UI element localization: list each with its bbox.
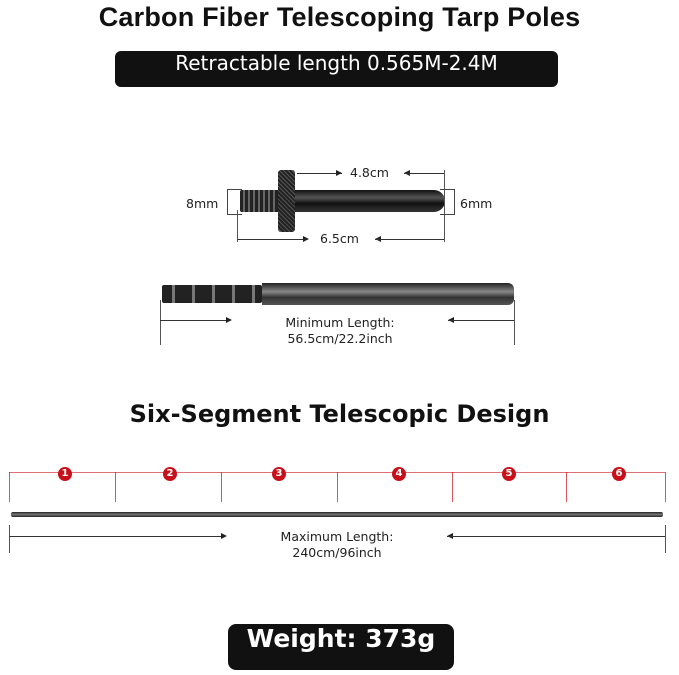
dim-line	[375, 239, 444, 240]
arrow-icon	[303, 236, 309, 242]
segment-number: 5	[502, 467, 516, 481]
max-length-label: Maximum Length:	[280, 529, 394, 544]
product-title: Carbon Fiber Telescoping Tarp Poles	[98, 2, 581, 32]
min-length-label: Minimum Length:	[285, 315, 395, 330]
length-range-badge: Retractable length 0.565M-2.4M	[115, 51, 558, 87]
dim-line	[514, 300, 515, 345]
thread	[240, 190, 280, 212]
dim-line	[237, 210, 238, 242]
min-length-value: 56.5cm/22.2inch	[287, 331, 393, 346]
dim-line	[404, 173, 444, 174]
segment-divider	[221, 472, 222, 502]
dim-bracket	[227, 189, 242, 215]
thread-diameter-label: 8mm	[186, 196, 219, 211]
dim-line	[448, 320, 514, 321]
pole-collapsed	[162, 285, 262, 303]
head-length-label: 4.8cm	[350, 165, 389, 180]
weight-badge: Weight: 373g	[228, 624, 454, 670]
dim-line	[160, 320, 230, 321]
segment-divider	[337, 472, 338, 502]
spike-shaft	[295, 190, 445, 212]
dim-line	[447, 536, 665, 537]
segment-divider	[452, 472, 453, 502]
segment-divider	[665, 472, 666, 502]
design-heading: Six-Segment Telescopic Design	[129, 400, 550, 428]
segment-number: 3	[272, 467, 286, 481]
segment-divider	[566, 472, 567, 502]
max-length-value: 240cm/96inch	[292, 545, 382, 560]
segment-divider	[9, 472, 10, 502]
segment-divider	[115, 472, 116, 502]
segment-number: 2	[163, 467, 177, 481]
knurled-disc	[278, 170, 295, 232]
total-length-label: 6.5cm	[320, 231, 359, 246]
dim-line	[444, 170, 445, 242]
pole-extended	[11, 512, 663, 517]
dim-line	[237, 239, 307, 240]
arrow-icon	[221, 533, 227, 539]
dim-line	[9, 536, 225, 537]
dim-line	[665, 525, 666, 553]
pole-collapsed-body	[262, 283, 514, 305]
dim-line	[160, 300, 161, 345]
segment-number: 1	[58, 467, 72, 481]
arrow-icon	[336, 170, 342, 176]
segment-number: 6	[612, 467, 626, 481]
arrow-icon	[226, 317, 232, 323]
dim-line	[297, 173, 342, 174]
dim-bracket	[440, 189, 455, 215]
tip-diameter-label: 6mm	[460, 196, 493, 211]
dim-line	[9, 525, 10, 553]
segment-number: 4	[392, 467, 406, 481]
